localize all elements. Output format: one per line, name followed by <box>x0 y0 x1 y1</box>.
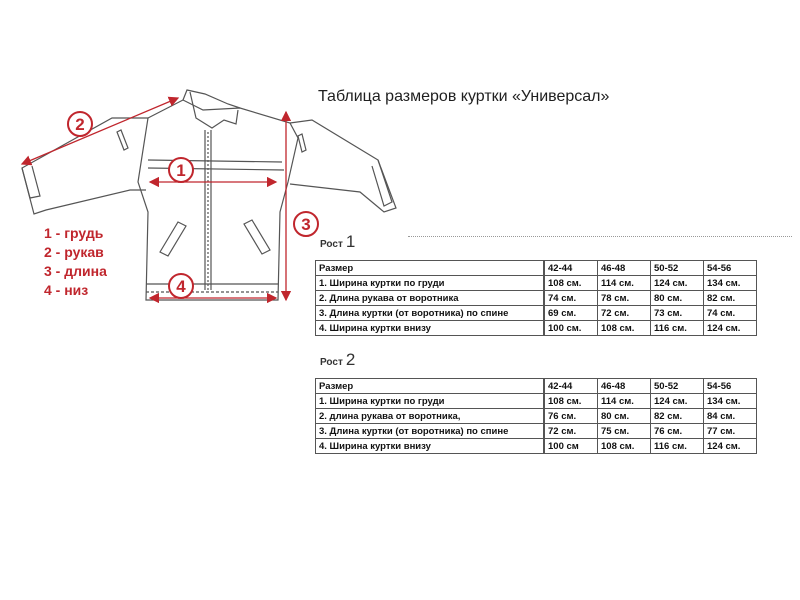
marker-1: 1 <box>168 157 194 183</box>
marker-4: 4 <box>168 273 194 299</box>
divider <box>408 236 792 237</box>
legend-item-length: 3 - длина <box>44 263 107 279</box>
table-row: 3. Длина куртки (от воротника) по спине … <box>315 423 757 439</box>
svg-text:1: 1 <box>176 161 185 180</box>
legend-item-sleeve: 2 - рукав <box>44 244 104 260</box>
table-row: 2. длина рукава от воротника, 76 см. 80 … <box>315 408 757 424</box>
legend-item-chest: 1 - грудь <box>44 225 104 241</box>
table-row: 1. Ширина куртки по груди 108 см. 114 см… <box>315 275 757 291</box>
table-row: 2. Длина рукава от воротника 74 см. 78 с… <box>315 290 757 306</box>
measurement-legend: 1 - грудь 2 - рукав 3 - длина 4 - низ <box>44 224 107 300</box>
size-table-2: Размер 42-44 46-48 50-52 54-56 1. Ширина… <box>315 378 757 454</box>
table-row: 3. Длина куртки (от воротника) по спине … <box>315 305 757 321</box>
legend-item-hem: 4 - низ <box>44 282 89 298</box>
table-header-row: Размер 42-44 46-48 50-52 54-56 <box>315 260 757 276</box>
svg-text:4: 4 <box>176 277 186 296</box>
svg-text:3: 3 <box>301 215 310 234</box>
page-title: Таблица размеров куртки «Универсал» <box>318 88 610 105</box>
table-row: 1. Ширина куртки по груди 108 см. 114 см… <box>315 393 757 409</box>
marker-3: 3 <box>293 211 319 237</box>
svg-text:2: 2 <box>75 115 84 134</box>
table-row: 4. Ширина куртки внизу 100 см. 108 см. 1… <box>315 320 757 336</box>
table-row: 4. Ширина куртки внизу 100 см 108 см. 11… <box>315 438 757 454</box>
table-header-row: Размер 42-44 46-48 50-52 54-56 <box>315 378 757 394</box>
marker-2: 2 <box>67 111 93 137</box>
size-table-1: Размер 42-44 46-48 50-52 54-56 1. Ширина… <box>315 260 757 336</box>
measure-sleeve-arrow <box>20 96 180 166</box>
